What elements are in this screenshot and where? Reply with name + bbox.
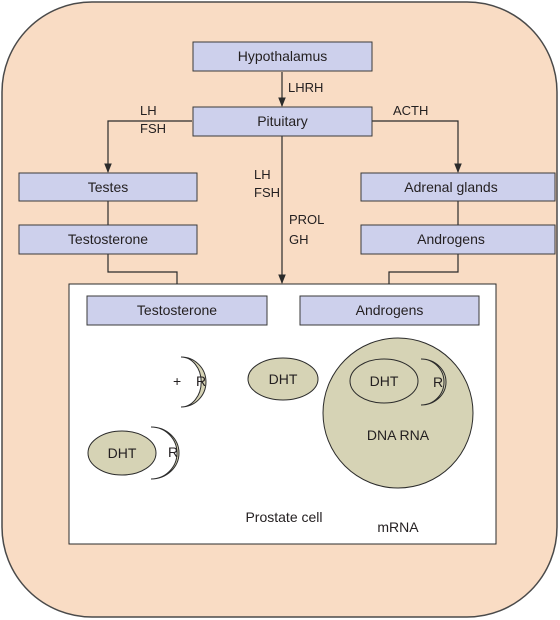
free-dht-shape — [247, 357, 319, 401]
node-testosterone: Testosterone — [18, 224, 198, 255]
androgens-label: Androgens — [417, 231, 485, 247]
testosterone-cell-label: Testosterone — [137, 302, 217, 318]
arrow-pituitary-adrenal — [372, 120, 462, 173]
node-testes: Testes — [18, 172, 198, 202]
nucleus-receptor-shape — [420, 358, 447, 406]
bound-receptor-label: R — [168, 444, 178, 460]
node-adrenal-glands: Adrenal glands — [360, 172, 556, 202]
hypothalamus-label: Hypothalamus — [238, 48, 328, 64]
adrenal-glands-label: Adrenal glands — [404, 179, 497, 195]
nucleus-dht-label: DHT — [370, 373, 399, 389]
node-testosterone-cell: Testosterone — [86, 295, 268, 326]
testosterone-label: Testosterone — [68, 231, 148, 247]
bound-dht-label: DHT — [108, 445, 137, 461]
plus-sign: + — [173, 373, 181, 389]
fsh-mid-label: FSH — [254, 185, 280, 200]
bound-receptor-shape — [150, 426, 180, 480]
lhrh-label: LHRH — [288, 80, 323, 95]
node-androgens: Androgens — [360, 224, 556, 255]
bound-dht-shape — [87, 430, 157, 476]
nucleus-dht-shape — [349, 358, 419, 404]
lh-left-label: LH — [140, 103, 157, 118]
free-receptor-label: R — [196, 373, 206, 389]
lh-mid-label: LH — [254, 167, 271, 182]
fsh-left-label: FSH — [140, 121, 166, 136]
node-pituitary: Pituitary — [192, 106, 373, 137]
mrna-label: mRNA — [377, 519, 419, 535]
gh-label: GH — [289, 232, 309, 247]
free-receptor-shape — [180, 356, 207, 408]
free-dht-label: DHT — [269, 371, 298, 387]
prostate-cell-caption: Prostate cell — [245, 509, 322, 525]
node-hypothalamus: Hypothalamus — [192, 41, 373, 72]
nucleus-receptor-label: R — [433, 374, 443, 390]
prol-label: PROL — [289, 212, 324, 227]
nucleus-label: DNA RNA — [367, 427, 430, 443]
pituitary-label: Pituitary — [257, 113, 308, 129]
androgens-cell-label: Androgens — [356, 302, 424, 318]
node-androgens-cell: Androgens — [299, 295, 480, 326]
arrow-pituitary-testes — [104, 120, 192, 173]
testes-label: Testes — [88, 179, 128, 195]
acth-label: ACTH — [393, 103, 428, 118]
